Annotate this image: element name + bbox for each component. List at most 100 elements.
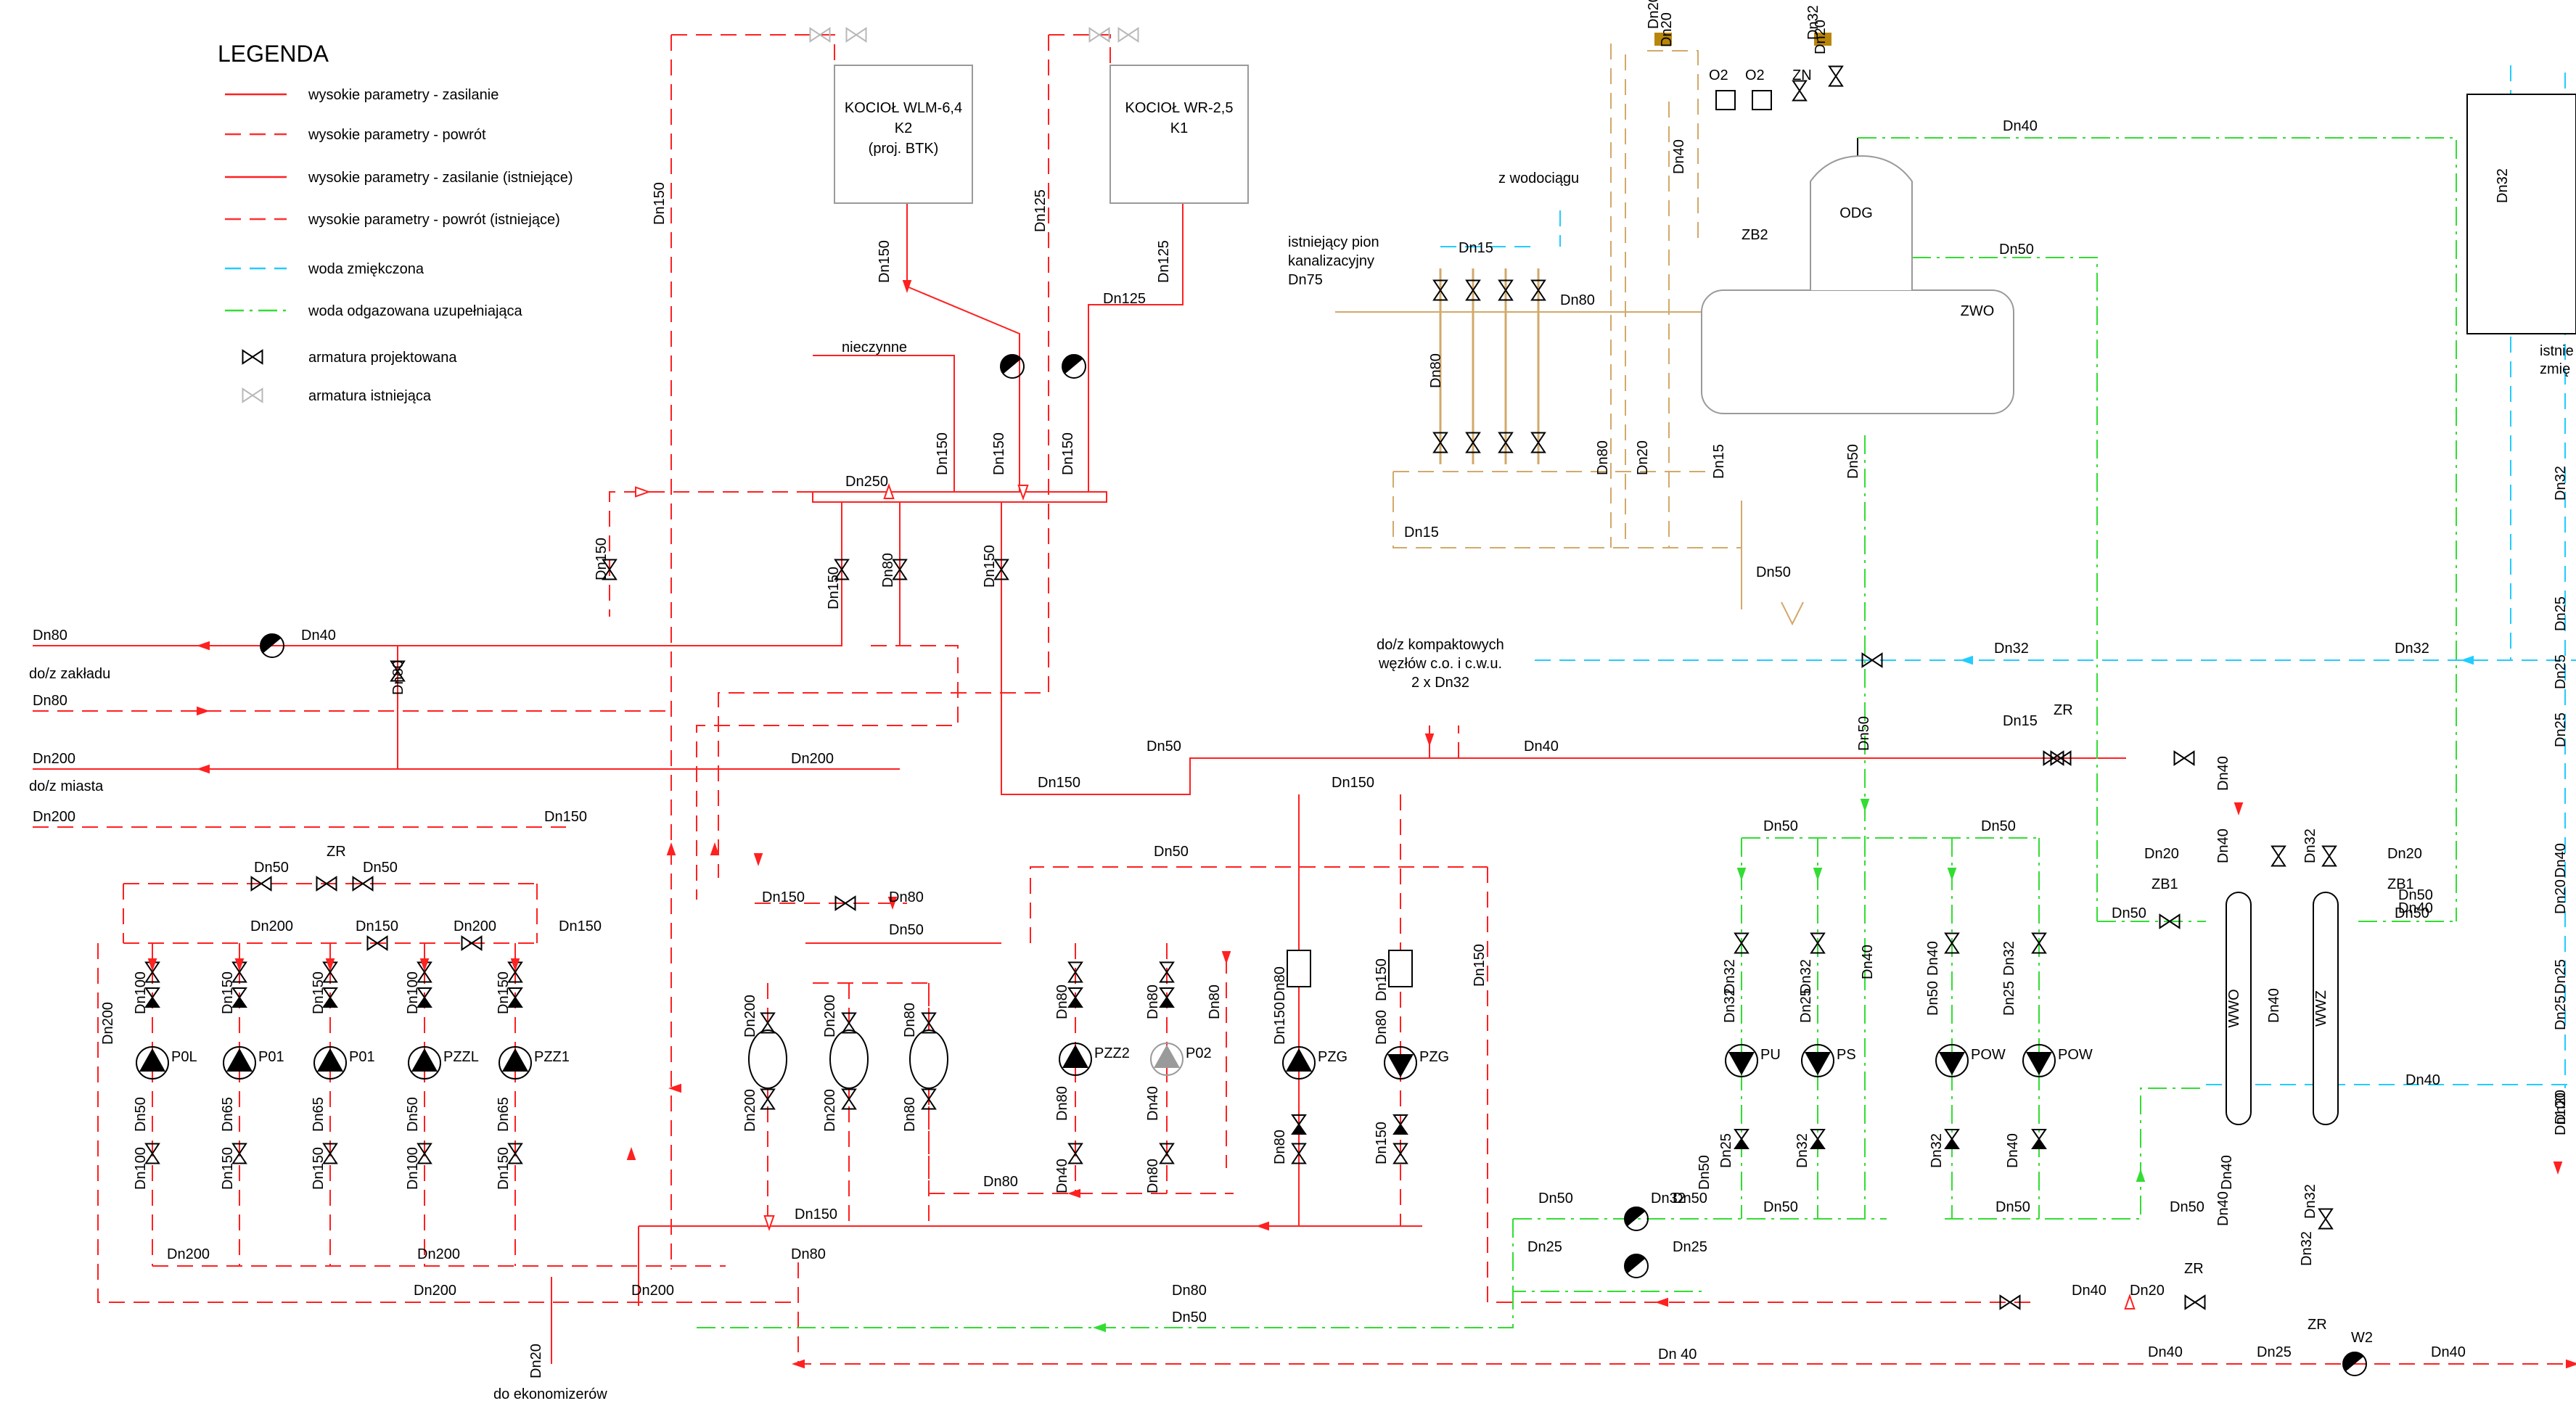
- meter-icon: [260, 633, 284, 658]
- boiler-label: K2: [895, 120, 912, 136]
- pipe-label: Dn150: [311, 971, 327, 1014]
- pipe-label: Dn40: [2003, 118, 2038, 134]
- pipe-label: Dn15: [1404, 525, 1439, 540]
- pump-icon: [1059, 1043, 1092, 1076]
- pipe-label: Dn40: [2215, 1191, 2231, 1226]
- flow-arrow-icon: [887, 897, 898, 910]
- pipe-label: Dn25: [1718, 1133, 1734, 1168]
- valve-icon: [417, 1143, 432, 1164]
- valve-icon: [841, 1088, 857, 1110]
- valve-icon: [1999, 1294, 2021, 1310]
- legend-item-label: wysokie parametry - zasilanie (istniejąc…: [308, 170, 573, 186]
- pipe-label: Dn25: [2553, 712, 2569, 747]
- pipe-label: Dn200: [791, 751, 834, 767]
- pipe-label: Dn150: [826, 567, 842, 609]
- legend-item-label: wysokie parametry - zasilanie: [308, 87, 499, 103]
- pipe-label: Dn40: [1054, 1159, 1070, 1193]
- flow-arrow-icon: [668, 1083, 681, 1093]
- pipe-label: Dn20: [2553, 1090, 2569, 1125]
- column-label: WWO: [2226, 989, 2242, 1027]
- pipe-label: Dn25: [2553, 654, 2569, 689]
- pipe-label: Dn32: [2553, 466, 2569, 501]
- pipe-label: Dn32: [1651, 1191, 1686, 1206]
- pipe-label: Dn25: [2001, 981, 2017, 1016]
- pipe-label: Dn200: [822, 995, 838, 1037]
- valve-icon: [2050, 750, 2072, 766]
- valve-icon: [316, 876, 337, 892]
- pipe-label: Dn200: [742, 995, 758, 1037]
- flow-arrow-icon: [1860, 799, 1870, 812]
- instrument-tag: ZR: [2184, 1261, 2204, 1277]
- pipe: [1392, 472, 1742, 548]
- pipe-label: Dn150: [652, 182, 668, 225]
- valve-icon: [993, 559, 1009, 580]
- pump-label: PZZL: [443, 1049, 479, 1065]
- pipe-label: Dn32: [1929, 1133, 1945, 1168]
- valve-icon: [1828, 65, 1844, 87]
- pipe-label: Dn50: [1999, 242, 2034, 258]
- pump-label: POW: [2058, 1047, 2093, 1063]
- pipe-label: Dn25: [2553, 959, 2569, 994]
- pipe-label: Dn50: [1763, 818, 1798, 834]
- pipe-label: Dn80: [791, 1246, 826, 1262]
- pipe-label: Dn25: [2257, 1344, 2292, 1360]
- pipe-label: Dn32: [1798, 959, 1814, 994]
- pipe-label: Dn200: [631, 1283, 674, 1299]
- pipe: [609, 491, 813, 617]
- strainer-icon: [1287, 950, 1311, 987]
- pipe-label: Dn80: [1595, 440, 1611, 475]
- pump-icon: [408, 1046, 441, 1080]
- pipe-label: Dn150: [544, 809, 587, 825]
- valve-icon: [841, 1012, 857, 1034]
- pipe-label: Dn150: [356, 918, 398, 934]
- valve-icon: [1810, 932, 1826, 954]
- pump-label: PZG: [1419, 1049, 1449, 1065]
- pipe-label: Dn80: [1374, 1010, 1390, 1045]
- pump-label: PZZ2: [1094, 1045, 1130, 1061]
- check-valve-icon: [2031, 1129, 2047, 1149]
- instrument-tag: O2: [1709, 67, 1728, 83]
- pipe-label: Dn40: [1524, 739, 1559, 755]
- pipe-label: Dn200: [822, 1089, 838, 1132]
- pipe-label: Dn50: [1538, 1191, 1573, 1206]
- pipe-label: Dn15: [2003, 713, 2038, 729]
- pipe: [1647, 50, 1699, 247]
- flow-arrow-icon: [1960, 655, 1973, 665]
- o2-sensor-icon: [1752, 90, 1772, 110]
- pipe-label: Dn80: [889, 889, 924, 905]
- pipe-label: Dn150: [991, 432, 1007, 475]
- pipe-label: Dn150: [877, 240, 893, 283]
- valve-icon: [1432, 432, 1448, 453]
- pipe-label: Dn15: [1459, 240, 1493, 256]
- pump-label: P01: [349, 1049, 375, 1065]
- pipe-label: Dn20: [2144, 846, 2179, 862]
- pipe: [671, 34, 835, 65]
- pipe-label: Dn32: [2302, 829, 2318, 863]
- pipe-label: Dn150: [1272, 1002, 1288, 1045]
- pipe-label: Dn150: [935, 432, 951, 475]
- valve-icon: [1067, 1143, 1083, 1164]
- pipe-label: Dn40: [1925, 941, 1941, 976]
- pipe-label: Dn32: [2302, 1184, 2318, 1219]
- valve-icon: [250, 876, 272, 892]
- flow-arrow-icon: [2124, 1293, 2136, 1310]
- valve-icon: [2043, 750, 2064, 766]
- legend-item-label: woda odgazowana uzupełniająca: [308, 303, 523, 319]
- flow-arrow-icon: [1067, 1188, 1080, 1199]
- pump-icon: [1801, 1044, 1834, 1077]
- pipe: [696, 645, 959, 900]
- pipe-label: Dn80: [880, 553, 896, 588]
- pipe-label: Dn40: [2148, 1344, 2183, 1360]
- valve-icon: [760, 1012, 776, 1034]
- pipe-label: Dn32: [1794, 1133, 1810, 1168]
- valve-icon: [1734, 932, 1750, 954]
- valve-icon: [231, 1143, 247, 1164]
- sewer-note: istniejący pion: [1288, 234, 1379, 250]
- pipe: [1030, 866, 1488, 943]
- pipe-label: Dn40: [1860, 945, 1876, 979]
- check-valve-icon: [1392, 1114, 1408, 1135]
- pipe-label: Dn20: [528, 1344, 544, 1378]
- pipe-label: Dn40: [1671, 139, 1687, 174]
- valve-icon: [352, 876, 374, 892]
- pump-label: PU: [1760, 1047, 1781, 1063]
